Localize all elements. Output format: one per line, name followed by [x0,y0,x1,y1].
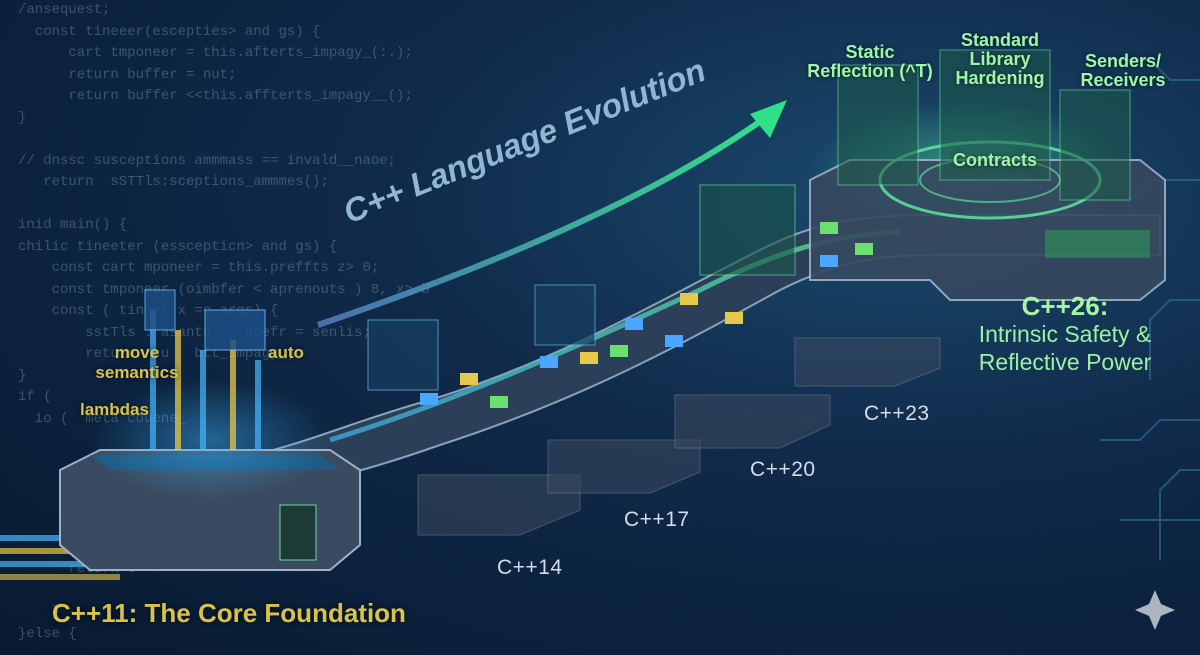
code-line: } [18,604,61,620]
milestone-cpp14: C++14 [497,556,563,579]
code-line: } [18,367,27,384]
sparkle-icon [1135,590,1175,630]
feature-senders-receivers: Senders/ Receivers [1080,51,1166,90]
future-title: C++26: Intrinsic Safety & Reflective Pow… [978,291,1152,375]
foundation-title: C++11: The Core Foundation [52,598,406,628]
code-line: // dnssc susceptions ammmass == invald__… [18,152,397,169]
feature-move-semantics: move semantics [95,343,179,382]
code-line: cart tmponeer = this.afterts_impagy_(:.)… [18,45,413,61]
platform-tiles [417,337,941,536]
cpp11-module [59,289,361,571]
code-line: if ( [18,389,52,405]
code-line: }else { [18,625,77,642]
milestone-cpp17: C++17 [624,508,690,531]
feature-auto: auto [268,343,304,362]
milestone-cpp23: C++23 [864,402,930,425]
feature-library-hardening: Standard Library Hardening [955,30,1045,88]
evolution-arrow [317,115,767,328]
code-line: return buffer <<this.affterts_impagy__()… [18,88,413,104]
feature-lambdas: lambdas [80,400,149,419]
arrow-head [750,100,787,138]
code-line: const tineeer(escepties> and gs) { [18,23,321,40]
milestone-cpp20: C++20 [750,458,816,481]
data-blocks [420,222,873,408]
code-line: /ansequest; [18,2,111,18]
feature-static-reflection: Static Reflection (^T) [807,42,933,81]
code-line: inid main() { [18,217,128,233]
code-line: const cart mponeer = this.preffts z> 0; [18,260,380,276]
cpp26-module [809,49,1166,301]
code-panels [367,184,796,391]
feature-contracts: Contracts [952,150,1037,170]
code-line: return sSTTls:sceptions_ammmes(); [18,174,329,190]
code-line: chilic tineeter (esscepticn> and gs) { [18,238,338,255]
code-line: } [18,109,27,126]
code-line: return buffer = nut; [18,66,237,83]
